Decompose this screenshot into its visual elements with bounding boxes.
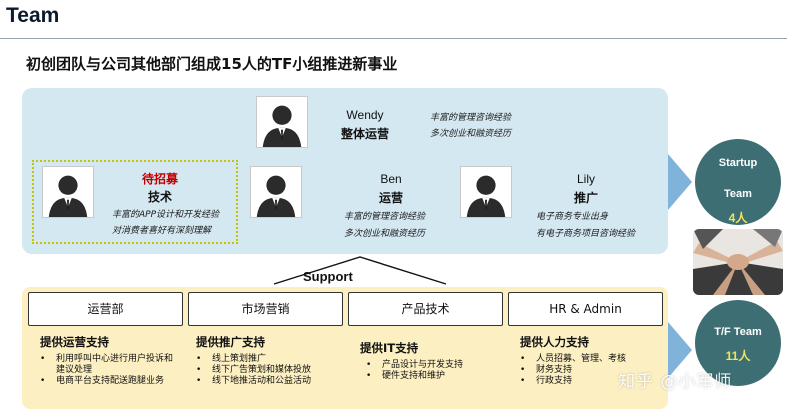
to-recruit-box (32, 160, 238, 244)
lily-desc-1: 电子商务专业出身 (536, 212, 609, 222)
marketing-support-list: 线上策划推广 线下广告策划和媒体投放 线下地推活动和公益活动 (192, 354, 342, 387)
it-bullet-2: 硬件支持和维护 (362, 371, 512, 382)
wendy-name: Wendy (346, 108, 384, 122)
ben-avatar-icon (250, 166, 302, 218)
it-support-list: 产品设计与开发支持 硬件支持和维护 (362, 360, 512, 382)
startup-team-label-1: Startup (718, 157, 758, 169)
lily-avatar-icon (460, 166, 512, 218)
operations-support-list: 利用呼叫中心进行用户投诉和建议处理 电商平台支持配送跑腿业务 (36, 354, 176, 387)
it-support-head: 提供IT支持 (360, 341, 419, 355)
marketing-bullet-3: 线下地推活动和公益活动 (192, 376, 342, 387)
lily-name: Lily (576, 172, 595, 186)
marketing-bullet-1: 线上策划推广 (192, 354, 342, 365)
wendy-role: 整体运营 (340, 127, 389, 141)
ben-desc-2: 多次创业和融资经历 (344, 229, 426, 239)
startup-team-count: 4人 (728, 211, 748, 225)
operations-bullet-2: 电商平台支持配送跑腿业务 (36, 376, 176, 387)
hr-bullet-3: 行政支持 (516, 376, 666, 387)
lily-role: 推广 (573, 191, 598, 205)
tech-role: 技术 (147, 190, 172, 204)
tech-avatar-icon (42, 166, 94, 218)
tf-team-count: 11人 (725, 349, 751, 363)
tf-team-label: T/F Team (714, 326, 762, 338)
startup-team-panel (22, 88, 668, 254)
marketing-support-head: 提供推广支持 (196, 335, 265, 349)
operations-bullet-1: 利用呼叫中心进行用户投诉和建议处理 (36, 354, 176, 376)
wendy-avatar-icon (256, 96, 308, 148)
support-arrow-icon (273, 256, 447, 285)
marketing-bullet-2: 线下广告策划和媒体投放 (192, 365, 342, 376)
hr-support-list: 人员招募、管理、考核 财务支持 行政支持 (516, 354, 666, 387)
tech-desc-1: 丰富的APP设计和开发经验 (112, 210, 220, 220)
ben-role: 运营 (378, 191, 403, 205)
tf-team-circle: T/F Team 11人 (695, 300, 781, 386)
zhihu-watermark: 知乎 @小军师 (618, 372, 733, 392)
page-title: Team (6, 4, 60, 27)
tech-recruit-status: 待招募 (141, 172, 178, 186)
hr-bullet-2: 财务支持 (516, 365, 666, 376)
dept-operations: 运营部 (28, 292, 183, 326)
hr-support-head: 提供人力支持 (520, 335, 589, 349)
dept-marketing: 市场营销 (188, 292, 343, 326)
hr-bullet-1: 人员招募、管理、考核 (516, 354, 666, 365)
page-subtitle: 初创团队与公司其他部门组成15人的TF小组推进新事业 (26, 55, 398, 73)
team-hands-photo (693, 229, 783, 295)
title-divider (0, 38, 787, 39)
startup-team-circle: Startup Team 4人 (695, 139, 781, 225)
support-label: Support (303, 269, 353, 284)
lily-desc-2: 有电子商务项目咨询经验 (536, 229, 636, 239)
ben-name: Ben (380, 172, 402, 186)
dept-hr-admin: HR & Admin (508, 292, 663, 326)
tech-desc-2: 对消费者喜好有深刻理解 (112, 226, 212, 236)
dept-product-tech: 产品技术 (348, 292, 503, 326)
wendy-desc-2: 多次创业和融资经历 (430, 129, 512, 139)
startup-chevron-icon (668, 154, 692, 210)
ben-desc-1: 丰富的管理咨询经验 (344, 212, 426, 222)
startup-team-label-2: Team (724, 188, 752, 200)
operations-support-head: 提供运营支持 (40, 335, 109, 349)
tf-chevron-icon (668, 322, 692, 378)
it-bullet-1: 产品设计与开发支持 (362, 360, 512, 371)
wendy-desc-1: 丰富的管理咨询经验 (430, 113, 512, 123)
